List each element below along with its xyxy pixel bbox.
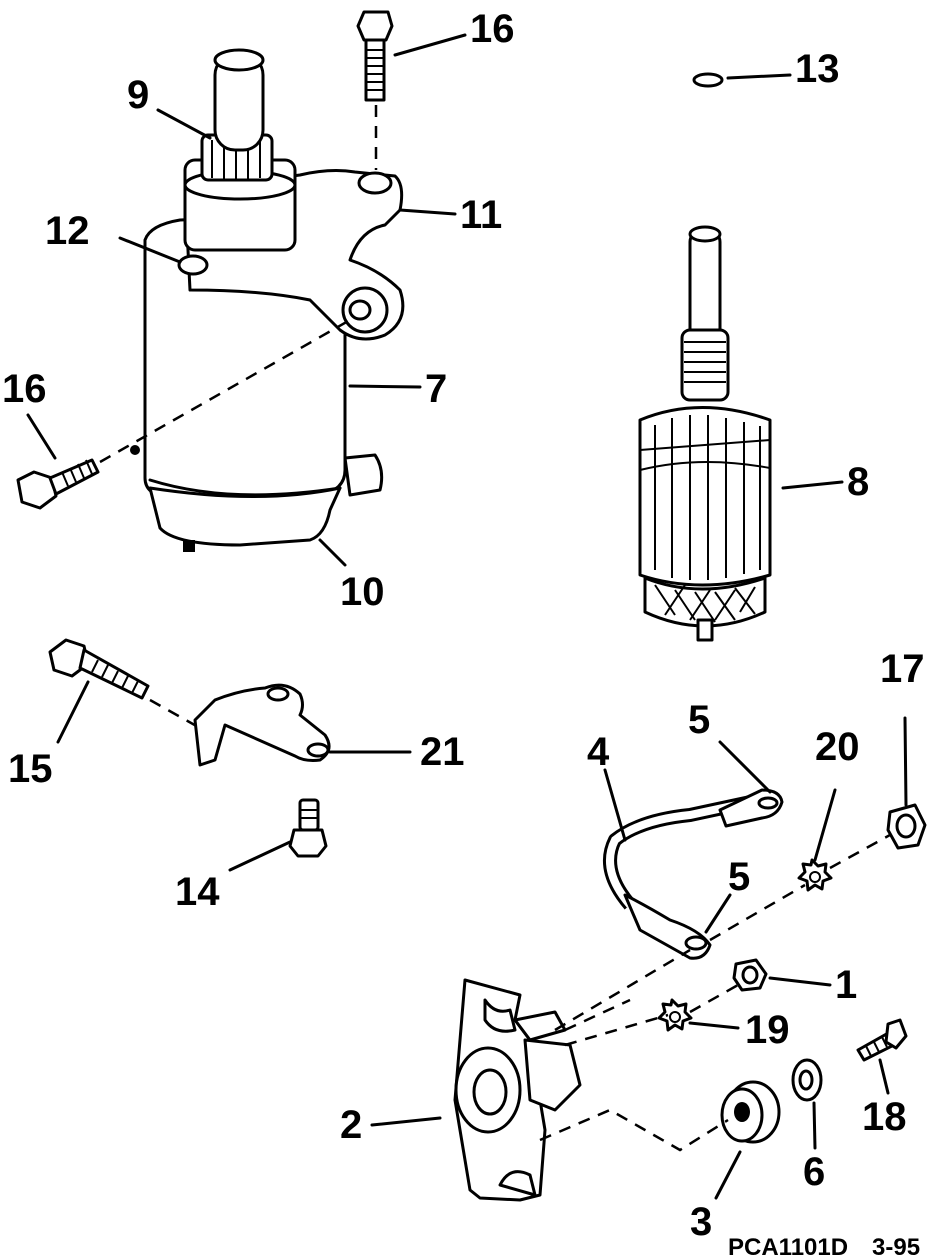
callout-6: 6 [803,1150,825,1194]
callout-16-top: 16 [470,7,515,51]
bolt-16-left [16,318,351,510]
callout-15: 15 [8,747,53,791]
callout-1: 1 [835,963,857,1007]
callout-17: 17 [880,647,925,691]
callout-13: 13 [795,47,840,91]
callout-19: 19 [745,1008,790,1052]
assembly-lines [539,833,891,1152]
callout-3: 3 [690,1200,712,1244]
figure-date: 3-95 [872,1234,920,1258]
nut-1 [732,958,768,992]
solenoid-plate [453,978,582,1202]
callout-16-left: 16 [2,367,47,411]
star-washer-19 [657,998,693,1032]
callout-labels: 9 16 13 11 12 16 7 8 10 17 5 20 4 15 21 … [2,7,925,1244]
screw-14 [288,798,328,858]
starter-motor [130,48,405,552]
callout-21: 21 [420,730,465,774]
washer-6 [791,1058,823,1102]
ring-13 [692,72,724,88]
callout-14: 14 [175,870,220,914]
callout-4: 4 [587,730,610,774]
callout-20: 20 [815,725,860,769]
bracket-21 [193,683,331,767]
cable-4 [603,788,784,960]
callout-9: 9 [127,73,149,117]
leader-lines [26,33,908,1200]
callout-10: 10 [340,570,385,614]
star-washer-20 [797,858,833,892]
callout-12: 12 [45,209,90,253]
callout-7: 7 [425,367,447,411]
grommet-3 [720,1080,781,1144]
nut-17 [886,803,927,850]
screw-18 [856,1018,908,1062]
callout-2: 2 [340,1103,362,1147]
bolt-16-upper [356,10,394,170]
callout-5-mid: 5 [728,855,750,899]
callout-8: 8 [847,460,869,504]
figure-code: PCA1101D [728,1234,848,1258]
callout-5-top: 5 [688,698,710,742]
callout-11: 11 [460,193,502,237]
callout-18: 18 [862,1095,907,1139]
armature [638,225,772,642]
bolt-15 [48,638,201,730]
